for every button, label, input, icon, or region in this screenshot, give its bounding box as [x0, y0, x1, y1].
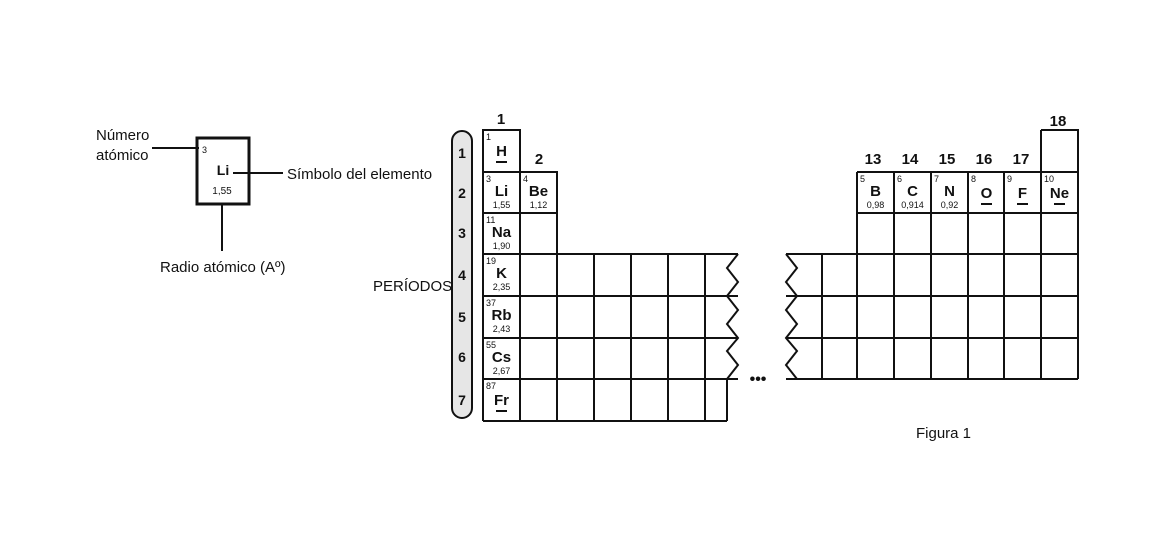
- element-C: 6C0,914: [897, 174, 924, 210]
- element-radius: 0,98: [867, 200, 885, 210]
- legend-example-radius: 1,55: [212, 186, 232, 197]
- element-O: 8O: [971, 174, 993, 205]
- left-block-rows: [482, 253, 738, 422]
- element-number: 4: [523, 174, 528, 184]
- legend: 3 Li 1,55 Número atómico Símbolo del ele…: [96, 127, 432, 276]
- element-B: 5B0,98: [860, 174, 884, 210]
- element-radius: 1,12: [530, 200, 548, 210]
- element-radius: 1,55: [493, 200, 511, 210]
- element-symbol: Ne: [1050, 185, 1069, 202]
- element-symbol: Rb: [492, 307, 512, 324]
- element-number: 6: [897, 174, 902, 184]
- table-break-right: [784, 253, 799, 380]
- periods-label: PERÍODOS: [373, 278, 452, 295]
- element-cells: 1H3Li1,554Be1,1211Na1,9019K2,3537Rb2,435…: [486, 132, 1069, 412]
- element-symbol: N: [944, 183, 955, 200]
- element-number: 11: [486, 215, 495, 225]
- group-number-1: 1: [497, 111, 505, 128]
- group-numbers: 1 2 13 14 15 16 17 18: [497, 111, 1067, 168]
- group-number-17: 17: [1013, 151, 1030, 168]
- period-number-3: 3: [458, 225, 466, 241]
- element-radius: 0,92: [941, 200, 959, 210]
- element-number: 37: [486, 298, 496, 308]
- right-block-rows: [786, 253, 1078, 380]
- period-number-5: 5: [458, 309, 466, 325]
- element-F: 9F: [1007, 174, 1028, 205]
- table-grid: [482, 129, 1079, 422]
- element-radius: 0,914: [901, 200, 924, 210]
- element-symbol: F: [1018, 185, 1027, 202]
- element-N: 7N0,92: [934, 174, 958, 210]
- group-number-15: 15: [939, 151, 956, 168]
- element-number: 3: [486, 174, 491, 184]
- group-number-16: 16: [976, 151, 993, 168]
- element-number: 87: [486, 381, 496, 391]
- element-number: 7: [934, 174, 939, 184]
- element-number: 8: [971, 174, 976, 184]
- element-radius: 1,90: [493, 241, 511, 251]
- element-symbol: Cs: [492, 349, 511, 366]
- element-number: 19: [486, 256, 496, 266]
- element-number: 9: [1007, 174, 1012, 184]
- group-number-14: 14: [902, 151, 919, 168]
- group-number-2: 2: [535, 151, 543, 168]
- element-number: 10: [1044, 174, 1054, 184]
- group-number-13: 13: [865, 151, 882, 168]
- legend-radius-label: Radio atómico (Aº): [160, 259, 286, 276]
- element-symbol: B: [870, 183, 881, 200]
- legend-number-label-line2: atómico: [96, 147, 149, 164]
- element-symbol: Fr: [494, 392, 509, 409]
- legend-example-number: 3: [202, 145, 207, 155]
- element-number: 1: [486, 132, 491, 142]
- element-radius: 2,43: [493, 324, 511, 334]
- period-numbers: 1 2 3 4 5 6 7: [458, 145, 466, 408]
- legend-symbol-label: Símbolo del elemento: [287, 166, 432, 183]
- element-number: 5: [860, 174, 865, 184]
- element-number: 55: [486, 340, 496, 350]
- element-radius: 2,67: [493, 366, 511, 376]
- period-number-4: 4: [458, 267, 466, 283]
- period-number-1: 1: [458, 145, 466, 161]
- period-number-2: 2: [458, 185, 466, 201]
- figure-caption: Figura 1: [916, 425, 971, 442]
- element-symbol: C: [907, 183, 918, 200]
- periods-pill: [451, 130, 473, 419]
- group-number-18: 18: [1050, 113, 1067, 130]
- element-radius: 2,35: [493, 282, 511, 292]
- legend-example-symbol: Li: [217, 162, 229, 178]
- table-break-left: [725, 253, 740, 380]
- element-symbol: H: [496, 143, 507, 160]
- element-symbol: O: [981, 185, 993, 202]
- element-symbol: Na: [492, 224, 512, 241]
- table-ellipsis: •••: [750, 371, 767, 388]
- element-symbol: Be: [529, 183, 548, 200]
- cell-p3-g2: [519, 212, 558, 255]
- element-symbol: Li: [495, 183, 508, 200]
- period-number-6: 6: [458, 349, 466, 365]
- element-symbol: K: [496, 265, 507, 282]
- period-number-7: 7: [458, 392, 466, 408]
- legend-number-label-line1: Número: [96, 127, 149, 144]
- element-H: 1H: [486, 132, 507, 163]
